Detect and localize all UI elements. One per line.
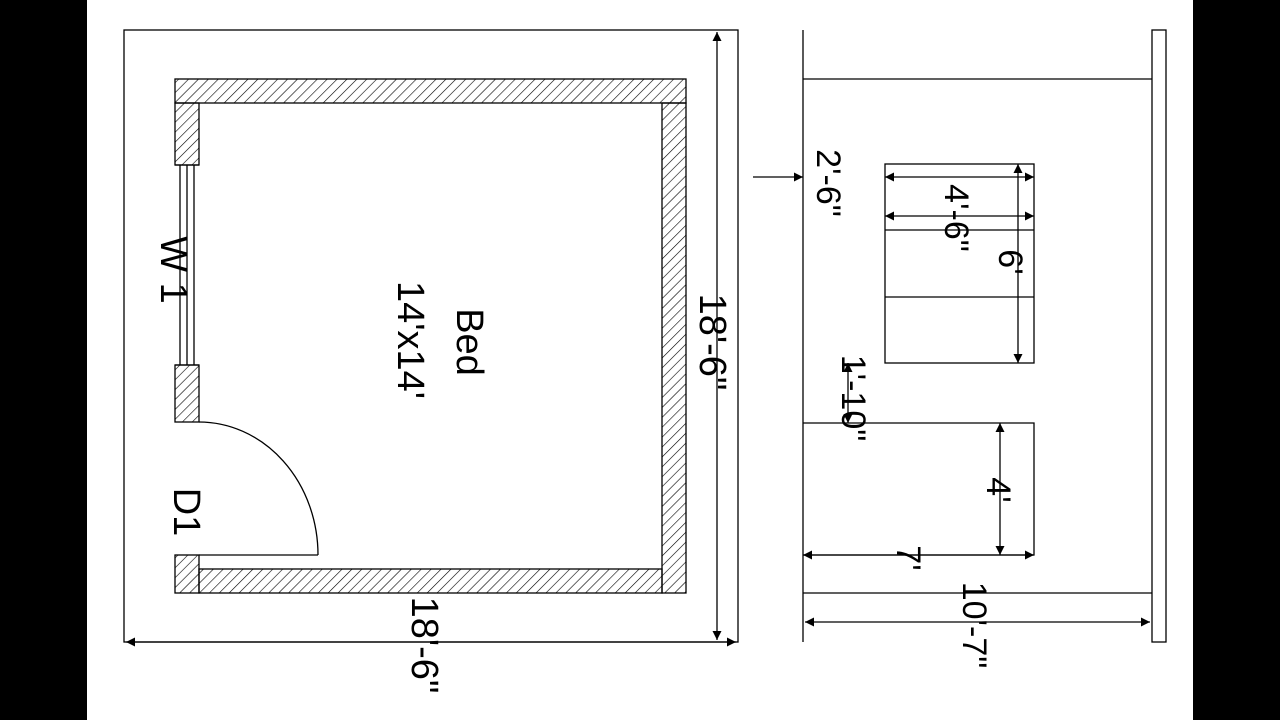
elevation-view: [753, 29, 1167, 643]
wall-bottom-stub: [174, 554, 200, 594]
wall-right: [661, 102, 687, 594]
wall-bottom: [198, 568, 663, 594]
floor-plan: [123, 29, 739, 647]
wall-left-middle: [174, 364, 200, 423]
room-name-label: Bed: [448, 308, 490, 376]
dim-window-width-label: 4'-6": [937, 184, 975, 252]
dim-door-height-label: 4': [979, 477, 1017, 502]
room-size-label: 14'x14': [389, 281, 431, 399]
wall-left-upper: [174, 102, 200, 166]
wall-top: [174, 78, 687, 104]
window-w1: [175, 164, 199, 366]
dim-window-height-label: 6': [991, 249, 1029, 274]
door-d1: [198, 421, 319, 556]
paper: [87, 0, 1193, 720]
dim-offset-label: 2'-6": [809, 149, 847, 217]
dim-total-label: 10'-7": [955, 582, 993, 669]
right-strip: [1151, 29, 1167, 643]
window-tag-label: W 1: [152, 236, 194, 304]
dim-height-label: 18'-6": [691, 294, 733, 391]
dim-gap-label: 1'-10": [834, 355, 872, 442]
window-box: [884, 163, 1035, 364]
dim-width-label: 18'-6": [403, 597, 445, 694]
dim-door-width-label: 7': [889, 545, 927, 570]
door-tag-label: D1: [165, 488, 207, 537]
